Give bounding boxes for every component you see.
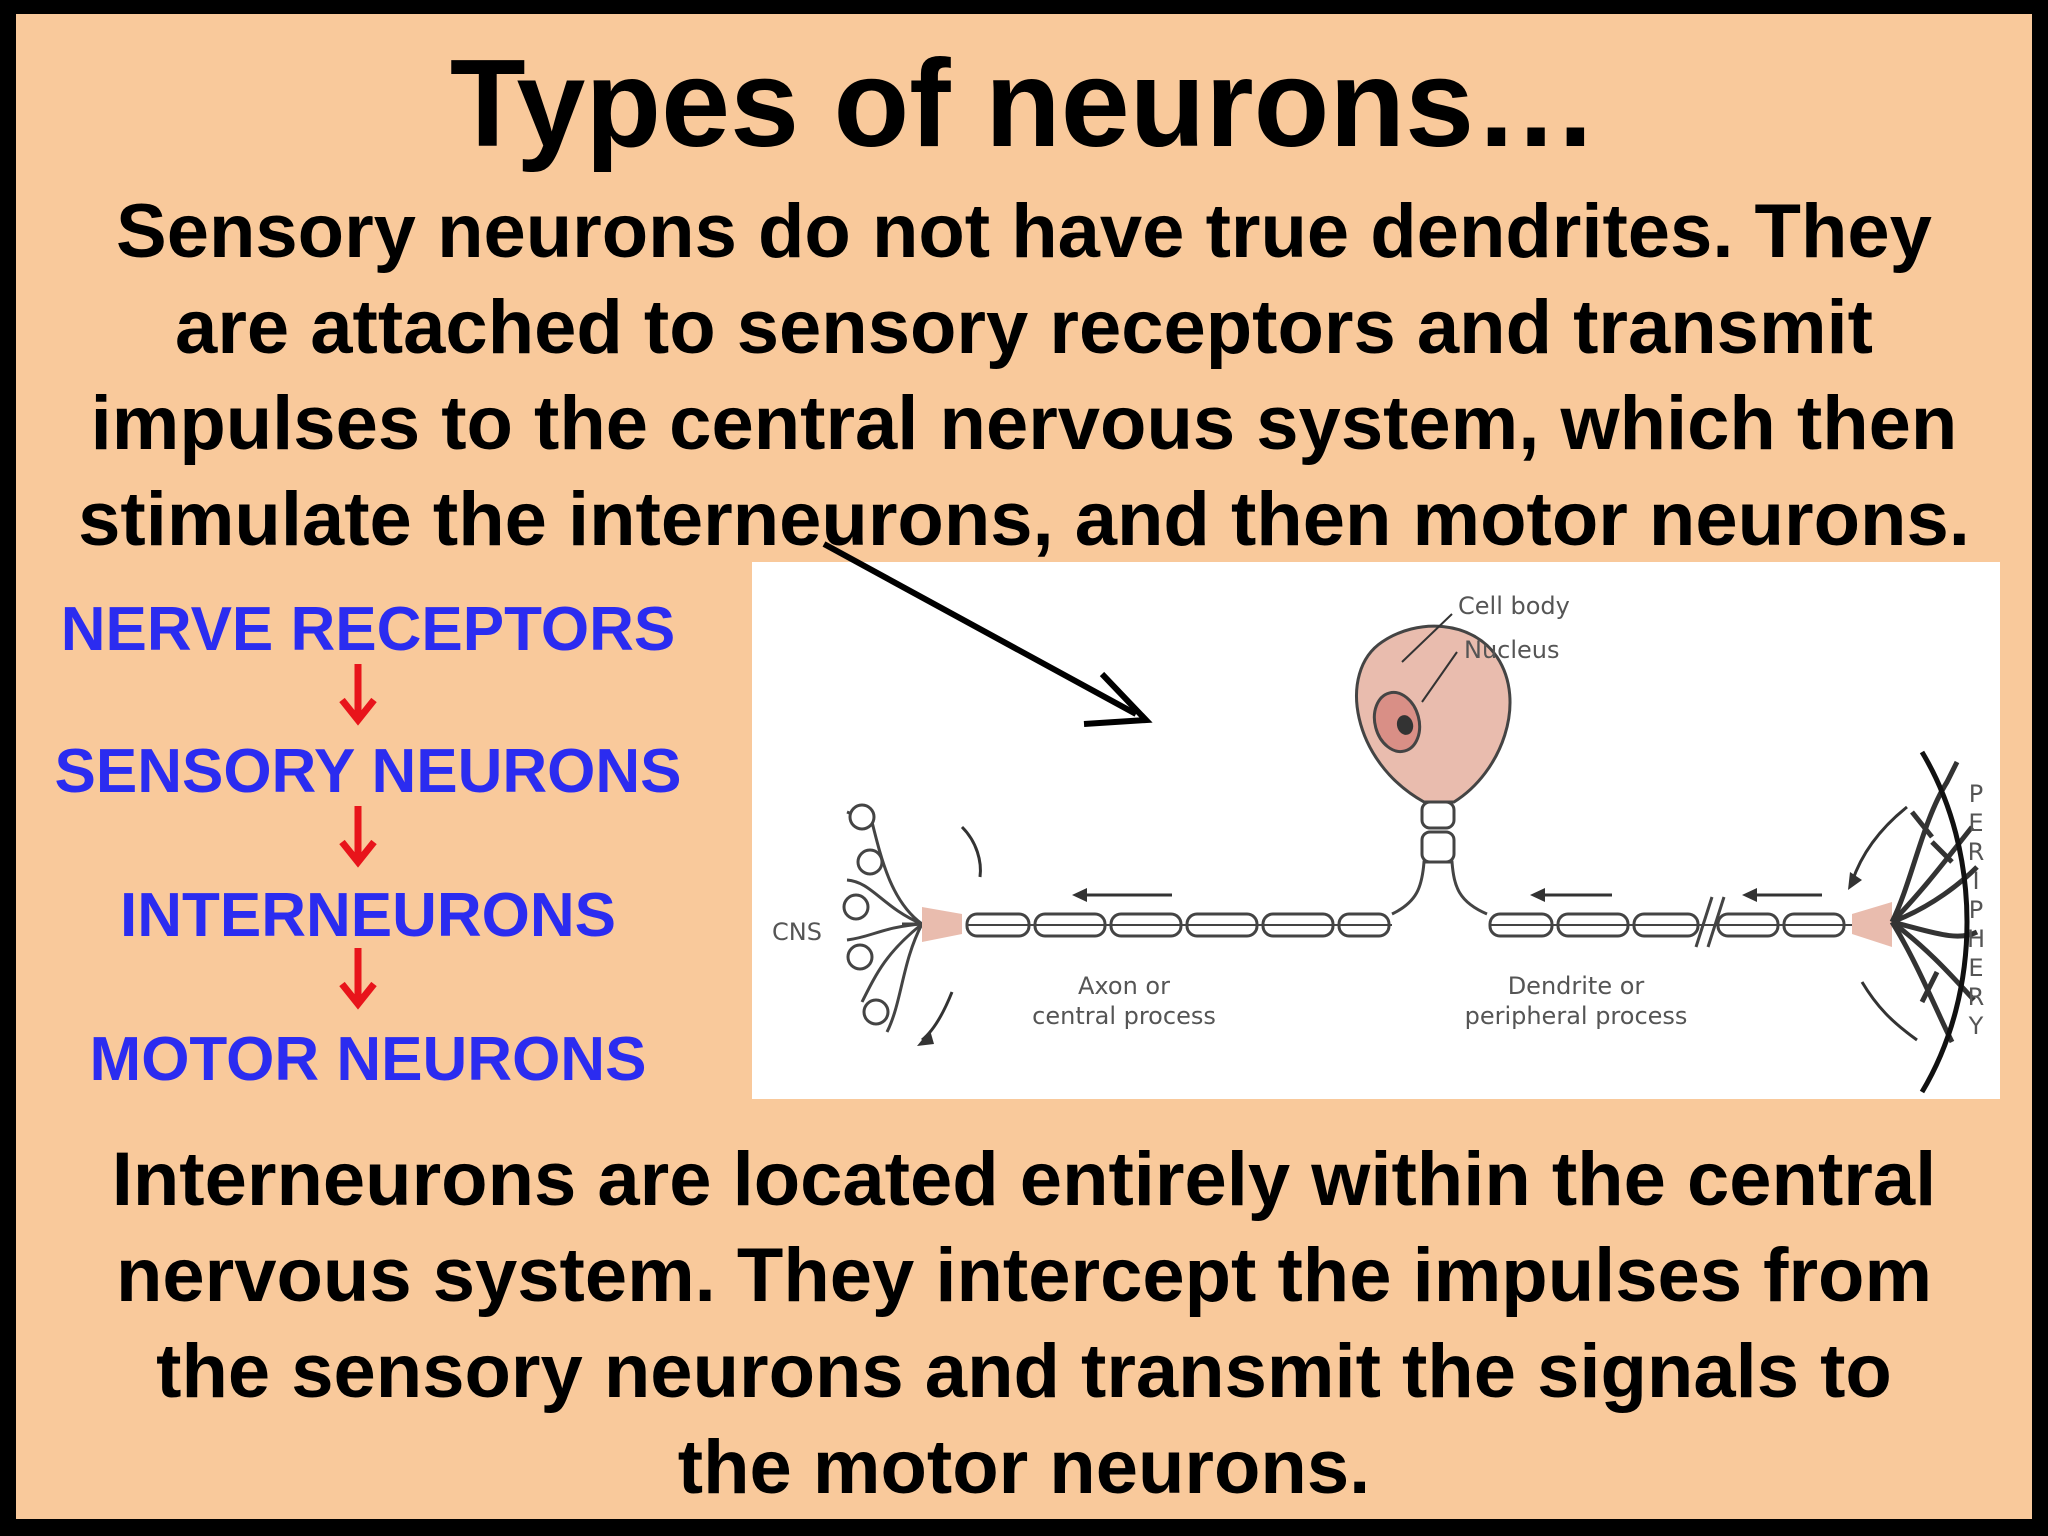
cns-arrowhead [917,1030,934,1046]
label-cns: CNS [772,918,822,946]
label-peripheral-process: peripheral process [1465,1002,1688,1030]
label-dendrite: Dendrite or [1508,972,1645,1000]
flow-item-sensory-neurons: SENSORY NEURONS [54,737,682,806]
periphery-letter: R [1968,838,1985,866]
outro-paragraph: Interneurons are located entirely within… [16,1132,2032,1516]
receptor-cone [1852,902,1892,947]
periphery-letter: R [1968,983,1985,1011]
down-arrow-icon [339,948,377,1010]
label-cell-body: Cell body [1458,592,1570,620]
cell-body-leader [1401,613,1453,663]
nucleus [1372,690,1422,754]
sensory-neuron-diagram: Cell body Nucleus CNS Axon or central pr… [752,562,2000,1099]
slide: Types of neurons… Sensory neurons do not… [16,14,2032,1519]
periphery-letter: P [1969,896,1983,924]
cns-terminal-cone [922,907,962,942]
periphery-curved-arrow [1860,981,1918,1042]
outro-line: the motor neurons. [677,1425,1371,1510]
periphery-curved-arrow [1850,805,1908,883]
intro-line: stimulate the interneurons, and then mot… [78,477,1970,562]
break-mark [1694,896,1726,948]
flow-item-motor-neurons: MOTOR NEURONS [89,1025,647,1094]
label-central-process: central process [1032,1002,1216,1030]
cns-terminal-branches [846,810,924,1033]
outro-line: nervous system. They intercept the impul… [115,1233,1933,1318]
periphery-letter: E [1968,809,1983,837]
cns-terminal-bulbs [842,803,890,1026]
stem-segment [1420,800,1456,830]
periphery-arrowhead [1848,872,1862,890]
slide-title: Types of neurons… [449,35,1599,173]
periphery-letter: P [1969,780,1983,808]
periphery-letter: I [1972,867,1979,895]
flow-item-nerve-receptors: NERVE RECEPTORS [60,595,676,664]
direction-arrow-dendrite [1530,888,1612,902]
periphery-letter: H [1967,925,1985,953]
direction-arrow-axon [1072,888,1172,902]
intro-line: Sensory neurons do not have true dendrit… [116,189,1932,274]
direction-arrow-dendrite-right [1742,888,1822,902]
receptor-branches [1889,760,1979,1044]
nucleus-leader [1421,651,1458,703]
outro-line: the sensory neurons and transmit the sig… [156,1329,1892,1414]
flow-item-interneurons: INTERNEURONS [119,881,617,950]
stem-segment [1420,830,1456,864]
down-arrow-icon [339,806,377,868]
periphery-letter: E [1968,954,1983,982]
t-junction [1391,860,1488,916]
intro-paragraph: Sensory neurons do not have true dendrit… [16,184,2032,568]
intro-line: are attached to sensory receptors and tr… [175,285,1873,370]
outro-line: Interneurons are located entirely within… [111,1137,1937,1222]
label-axon: Axon or [1078,972,1170,1000]
label-periphery: P E R I P H E R Y [1967,780,1985,1040]
intro-line: impulses to the central nervous system, … [90,381,1958,466]
label-nucleus: Nucleus [1464,636,1560,664]
periphery-letter: Y [1968,1012,1984,1040]
cns-curved-arrow [921,991,954,1042]
cns-curved-arrow [960,825,982,878]
down-arrow-icon [339,664,377,726]
periphery-boundary [1919,750,1970,1094]
